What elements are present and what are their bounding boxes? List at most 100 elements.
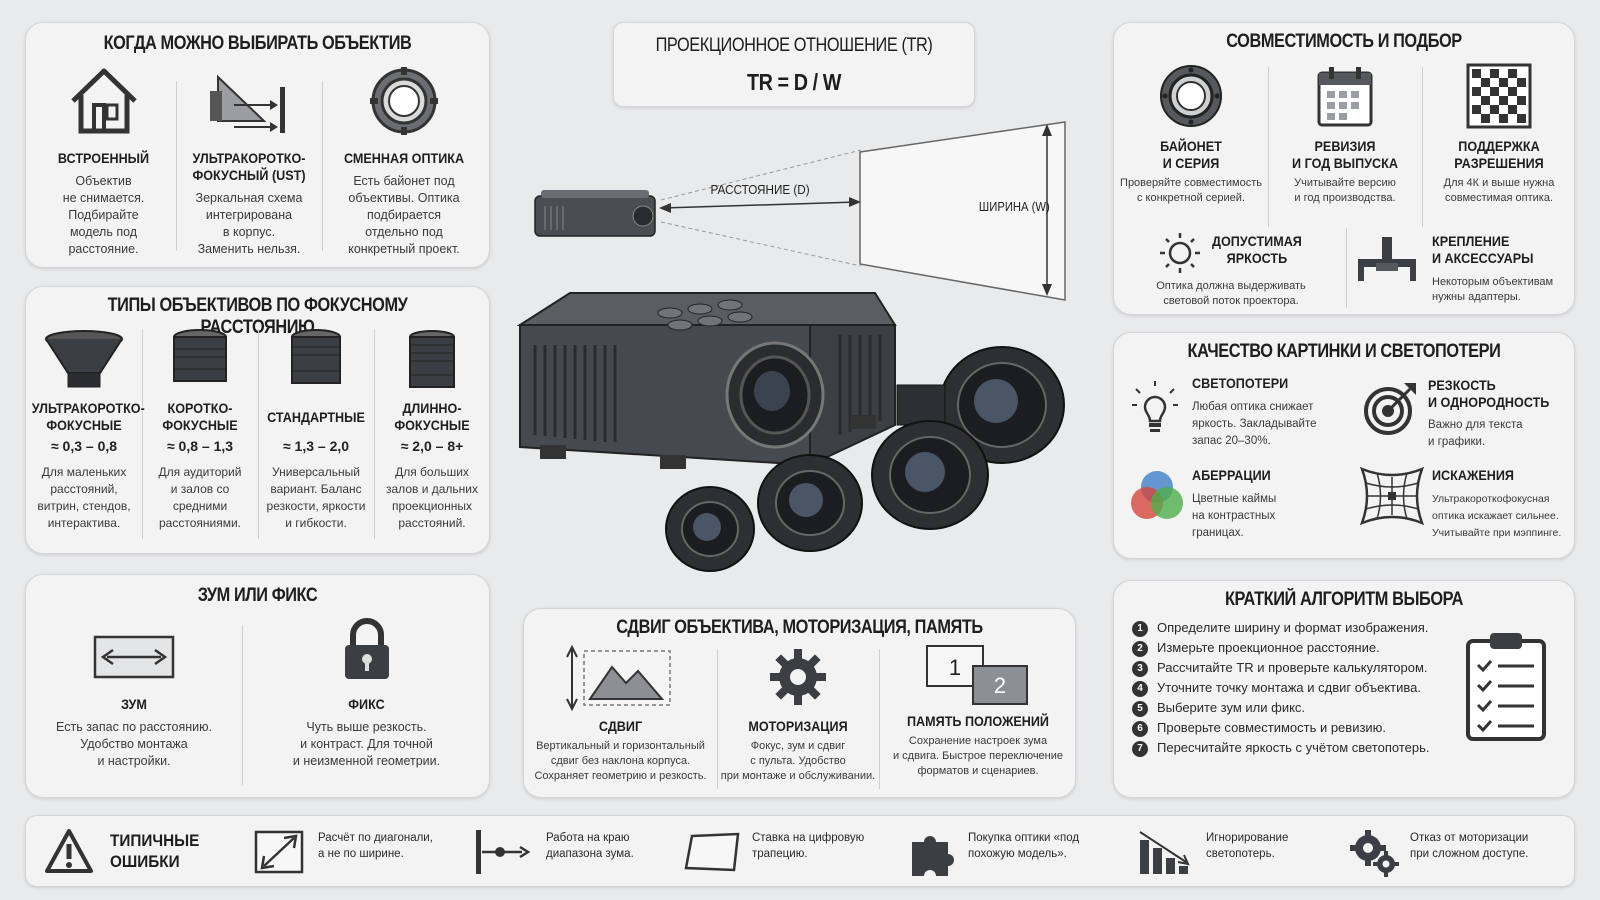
shift-item-memory: 1 2 ПАМЯТЬ ПОЛОЖЕНИЙ Сохранение настроек… (879, 645, 1077, 779)
projector-body (516, 292, 897, 469)
shift-item-motor: МОТОРИЗАЦИЯ Фокус, зум и сдвиг с пульта.… (717, 647, 879, 784)
when-item-title: ВСТРОЕННЫЙ (57, 150, 150, 166)
algo-title: КРАТКИЙ АЛГОРИТМ ВЫБОРА (1224, 589, 1464, 610)
error-item-text: Покупка оптики «под похожую модель». (968, 832, 1080, 860)
compat-item-text: Некоторым объективам нужны адаптеры. (1432, 276, 1554, 303)
lens-standard (757, 454, 863, 552)
type-item-title: СТАНДАРТНЫЕ (267, 409, 365, 425)
zoom-item-title: ЗУМ (121, 696, 147, 712)
standard-lens-icon (291, 329, 341, 384)
shift-item-title: СДВИГ (598, 718, 643, 734)
width-label: ШИРИНА (W) (978, 200, 1050, 214)
quality-panel: КАЧЕСТВО КАРТИНКИ И СВЕТОПОТЕРИ СВЕТОПОТ… (1113, 332, 1575, 559)
compat-title: СОВМЕСТИМОСТЬ И ПОДБОР (1226, 31, 1462, 52)
puzzle-icon (912, 836, 954, 876)
gear-icon (770, 649, 826, 705)
calendar-icon (1317, 67, 1373, 127)
divider (242, 625, 243, 785)
mirror-projector-icon (210, 74, 285, 133)
when-title: КОГДА МОЖНО ВЫБИРАТЬ ОБЪЕКТИВ (103, 33, 412, 54)
shift-item-text: Сохранение настроек зума и сдвига. Быстр… (892, 735, 1064, 777)
lens-mount-icon (370, 67, 438, 135)
error-item-text: Работа на краю диапазона зума. (546, 832, 634, 860)
gears-icon (1350, 830, 1399, 877)
when-item-text: Объектив не снимается. Подбирайте модель… (62, 174, 145, 256)
when-item-title: СМЕННАЯ ОПТИКА (343, 150, 465, 166)
step-number: 1 (1132, 620, 1148, 637)
type-item-text: Универсальный вариант. Баланс резкости, … (266, 465, 366, 530)
zoom-item-zoom: ЗУМ Есть запас по расстоянию. Удобство м… (26, 635, 242, 770)
errors-panel: ТИПИЧНЫЕ ОШИБКИ (25, 815, 1575, 887)
compat-item-bayonet: БАЙОНЕТ И СЕРИЯ Проверяйте совместимость… (1114, 63, 1268, 206)
sun-icon (1160, 233, 1200, 273)
tr-formula: TR = D / W (746, 69, 842, 95)
compat-item-title: ДОПУСТИМАЯ ЯРКОСТЬ (1212, 233, 1302, 266)
zoom-title: ЗУМ ИЛИ ФИКС (197, 585, 318, 606)
wide-lens-icon (45, 330, 123, 388)
lens-zoom (896, 346, 1065, 464)
type-item-text: Для маленьких расстояний, витрин, стендо… (37, 465, 131, 530)
type-item-range: ≈ 0,3 – 0,8 (50, 438, 118, 454)
error-item-text: Игнорирование светопотерь. (1206, 832, 1289, 860)
quality-item-title: РЕЗКОСТЬ И ОДНОРОДНОСТЬ (1428, 377, 1550, 410)
step-text: Рассчитайте TR и проверьте калькулятором… (1157, 660, 1428, 675)
quality-title: КАЧЕСТВО КАРТИНКИ И СВЕТОПОТЕРИ (1187, 341, 1501, 362)
step-text: Измерьте проекционное расстояние. (1157, 640, 1380, 655)
step-text: Уточните точку монтажа и сдвиг объектива… (1157, 680, 1421, 695)
zoom-item-text: Чуть выше резкость. и контраст. Для точн… (292, 720, 441, 768)
shift-item-title: МОТОРИЗАЦИЯ (748, 718, 848, 734)
shift-item-text: Фокус, зум и сдвиг с пульта. Удобство пр… (720, 740, 876, 782)
short-lens-icon (173, 329, 227, 382)
divider (322, 81, 323, 251)
distortion-grid-icon (1359, 466, 1425, 526)
lock-icon (344, 618, 389, 679)
when-item-title: УЛЬТРАКОРОТКО- ФОКУСНЫЙ (UST) (192, 150, 306, 183)
compat-item-text: Для 4К и выше нужна совместимая оптика. (1443, 177, 1555, 204)
step-text: Выберите зум или фикс. (1157, 700, 1306, 715)
compat-item-title: КРЕПЛЕНИЕ И АКСЕССУАРЫ (1432, 233, 1534, 266)
divider (258, 329, 259, 539)
compat-item-title: РЕВИЗИЯ И ГОД ВЫПУСКА (1292, 138, 1398, 171)
zoom-item-text: Есть запас по расстоянию. Удобство монта… (56, 720, 212, 768)
falling-bars-icon (1139, 831, 1190, 874)
errors-title: ТИПИЧНЫЕ ОШИБКИ (110, 831, 200, 871)
shift-panel: СДВИГ ОБЪЕКТИВА, МОТОРИЗАЦИЯ, ПАМЯТЬ СДВ… (523, 608, 1076, 798)
compat-item-mount: КРЕПЛЕНИЕ И АКСЕССУАРЫ Некоторым объекти… (1350, 229, 1574, 309)
type-item-title: УЛЬТРАКОРОТКО- ФОКУСНЫЕ (31, 400, 145, 433)
shift-title: СДВИГ ОБЪЕКТИВА, МОТОРИЗАЦИЯ, ПАМЯТЬ (616, 617, 983, 638)
error-item-text: Отказ от моторизации при сложном доступе… (1410, 832, 1529, 860)
warning-icon (45, 829, 93, 873)
shift-item-title: ПАМЯТЬ ПОЛОЖЕНИЙ (906, 713, 1049, 729)
step-number: 7 (1132, 740, 1148, 757)
preset-2: 2 (972, 665, 1028, 705)
type-item-text: Для больших залов и дальних проекционных… (386, 465, 478, 530)
projector-illustration (516, 292, 1065, 572)
clipboard-checklist-icon (1466, 633, 1546, 741)
quality-item-title: СВЕТОПОТЕРИ (1192, 375, 1289, 391)
divider (717, 649, 718, 789)
checkerboard-icon (1466, 63, 1532, 129)
when-item-text: Есть байонет под объективы. Оптика подби… (348, 174, 460, 256)
bayonet-icon (1160, 65, 1222, 127)
type-item-long: ДЛИННО- ФОКУСНЫЕ ≈ 2,0 – 8+ Для больших … (374, 329, 490, 532)
error-item-text: Расчёт по диагонали, а не по ширине. (318, 832, 433, 860)
when-item-ust: УЛЬТРАКОРОТКО- ФОКУСНЫЙ (UST) Зеркальная… (176, 65, 322, 258)
lens-long (871, 420, 989, 530)
step-number: 6 (1132, 720, 1148, 737)
quality-item-loss: СВЕТОПОТЕРИ Любая оптика снижает яркость… (1126, 375, 1346, 457)
zoom-item-title: ФИКС (348, 696, 385, 712)
algo-panel: КРАТКИЙ АЛГОРИТМ ВЫБОРА (1113, 580, 1575, 798)
house-icon (70, 68, 137, 134)
lightbulb-icon (1132, 381, 1178, 432)
quality-item-aberration: АБЕРРАЦИИ Цветные каймы на контрастных г… (1126, 467, 1346, 549)
compat-item-text: Учитывайте версию и год производства. (1294, 177, 1396, 204)
lens-short (665, 486, 755, 572)
quality-item-text: Важно для текста и графики. (1428, 419, 1523, 448)
tr-panel: ПРОЕКЦИОННОЕ ОТНОШЕНИЕ (TR) TR = D / W (613, 22, 975, 107)
shift-item-text: Вертикальный и горизонтальный сдвиг без … (534, 740, 707, 782)
